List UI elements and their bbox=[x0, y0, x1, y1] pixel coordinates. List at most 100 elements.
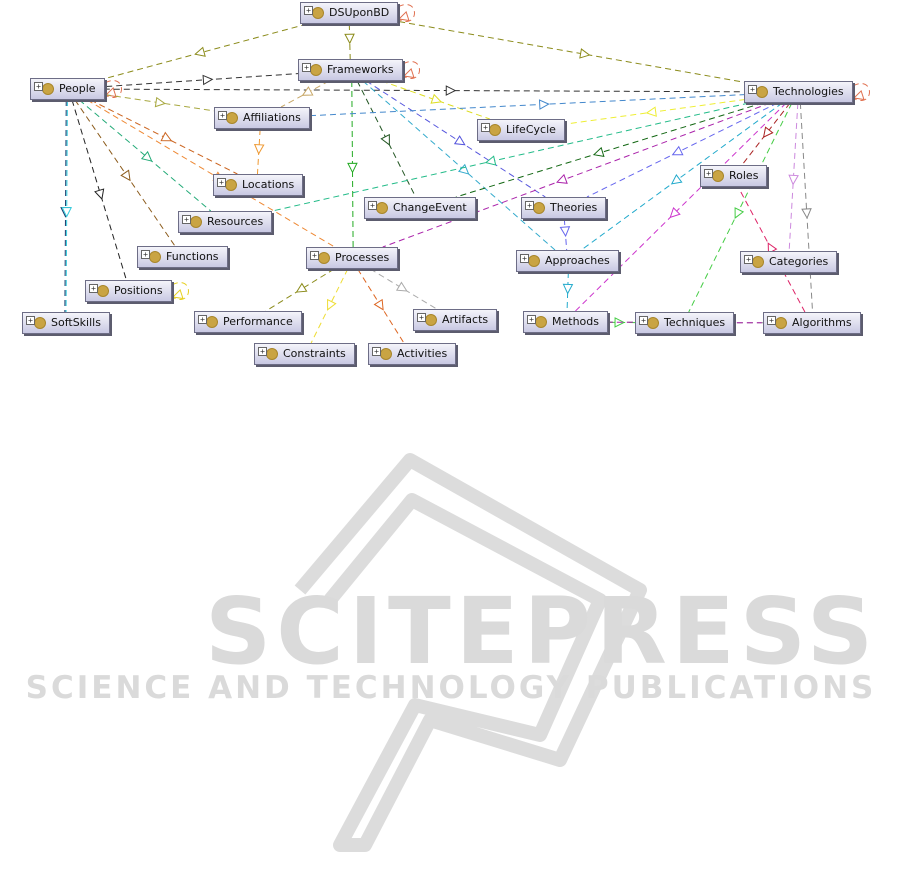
relation-edge[interactable] bbox=[310, 95, 744, 116]
class-node-label: Categories bbox=[769, 252, 828, 272]
expand-plus-icon[interactable]: + bbox=[767, 316, 776, 325]
class-circle-icon bbox=[752, 256, 764, 268]
class-circle-icon bbox=[535, 316, 547, 328]
class-node-methods[interactable]: + Methods bbox=[523, 311, 608, 333]
class-node-locations[interactable]: +Locations bbox=[213, 174, 303, 196]
class-node-algorithms[interactable]: +Algorithms bbox=[763, 312, 861, 334]
class-circle-icon bbox=[310, 64, 322, 76]
expand-plus-icon[interactable]: + bbox=[417, 313, 426, 322]
expand-plus-icon[interactable]: + bbox=[198, 315, 207, 324]
expand-plus-icon[interactable]: + bbox=[141, 250, 150, 259]
class-node-processes[interactable]: +Processes bbox=[306, 247, 398, 269]
class-node-constraints[interactable]: +Constraints bbox=[254, 343, 355, 365]
edge-arrowhead bbox=[672, 175, 682, 184]
expand-plus-icon[interactable]: + bbox=[304, 6, 313, 15]
edge-arrowhead bbox=[404, 69, 414, 78]
class-node-softskills[interactable]: +SoftSkills bbox=[22, 312, 110, 334]
class-circle-icon bbox=[149, 251, 161, 263]
class-node-theories[interactable]: + Theories bbox=[521, 197, 606, 219]
class-node-label: Positions bbox=[114, 281, 163, 301]
expand-plus-icon[interactable]: + bbox=[217, 178, 226, 187]
edge-arrowhead bbox=[121, 170, 130, 180]
relation-edge[interactable] bbox=[363, 81, 555, 250]
expand-plus-icon[interactable]: + bbox=[748, 85, 757, 94]
edge-arrowhead bbox=[95, 189, 104, 199]
class-node-label: Resources bbox=[207, 212, 263, 232]
class-node-performance[interactable]: +Performance bbox=[194, 311, 302, 333]
relation-edge[interactable] bbox=[800, 103, 812, 312]
class-node-affiliations[interactable]: + Affiliations bbox=[214, 107, 310, 129]
class-node-categories[interactable]: + Categories bbox=[740, 251, 837, 273]
edge-arrowhead bbox=[203, 75, 212, 84]
edge-arrowhead bbox=[142, 152, 152, 161]
edge-arrowhead bbox=[155, 98, 165, 107]
class-node-activities[interactable]: +Activities bbox=[368, 343, 456, 365]
expand-plus-icon[interactable]: + bbox=[368, 201, 377, 210]
relation-edge[interactable] bbox=[575, 103, 786, 311]
expand-plus-icon[interactable]: + bbox=[89, 284, 98, 293]
edge-arrowhead bbox=[431, 95, 441, 103]
class-node-functions[interactable]: +Functions bbox=[137, 246, 228, 268]
class-node-artifacts[interactable]: + Artifacts bbox=[413, 309, 497, 331]
class-node-resources[interactable]: + Resources bbox=[178, 211, 272, 233]
edge-arrowhead bbox=[328, 300, 336, 310]
class-node-label: Affiliations bbox=[243, 108, 301, 128]
edge-arrowhead bbox=[580, 49, 590, 58]
expand-plus-icon[interactable]: + bbox=[704, 169, 713, 178]
edge-arrowhead bbox=[173, 290, 183, 299]
class-circle-icon bbox=[206, 316, 218, 328]
class-node-label: Technologies bbox=[773, 82, 844, 102]
class-node-people[interactable]: +People bbox=[30, 78, 105, 100]
class-circle-icon bbox=[97, 285, 109, 297]
class-node-label: Methods bbox=[552, 312, 599, 332]
expand-plus-icon[interactable]: + bbox=[34, 82, 43, 91]
edge-arrowhead bbox=[303, 87, 313, 95]
class-circle-icon bbox=[312, 7, 324, 19]
expand-plus-icon[interactable]: + bbox=[310, 251, 319, 260]
relation-edge[interactable] bbox=[104, 89, 743, 92]
edge-arrowhead bbox=[764, 127, 773, 137]
class-node-label: Roles bbox=[729, 166, 758, 186]
class-circle-icon bbox=[756, 86, 768, 98]
expand-plus-icon[interactable]: + bbox=[26, 316, 35, 325]
class-node-dsuponbd[interactable]: +DSUponBD bbox=[300, 2, 398, 24]
edge-arrowhead bbox=[854, 91, 864, 100]
expand-plus-icon[interactable]: + bbox=[258, 347, 267, 356]
expand-plus-icon[interactable]: + bbox=[639, 316, 648, 325]
class-node-label: Approaches bbox=[545, 251, 610, 271]
edge-arrowhead bbox=[647, 107, 657, 116]
expand-plus-icon[interactable]: + bbox=[744, 255, 753, 264]
class-node-label: Theories bbox=[550, 198, 597, 218]
expand-plus-icon[interactable]: + bbox=[182, 215, 191, 224]
expand-plus-icon[interactable]: + bbox=[527, 315, 536, 324]
relation-edge[interactable] bbox=[104, 24, 307, 79]
class-circle-icon bbox=[533, 202, 545, 214]
relation-edge[interactable] bbox=[689, 103, 792, 312]
expand-plus-icon[interactable]: + bbox=[520, 254, 529, 263]
expand-plus-icon[interactable]: + bbox=[481, 123, 490, 132]
edge-arrowhead bbox=[375, 300, 384, 310]
expand-plus-icon[interactable]: + bbox=[525, 201, 534, 210]
class-node-approaches[interactable]: + Approaches bbox=[516, 250, 619, 272]
class-circle-icon bbox=[266, 348, 278, 360]
class-node-technologies[interactable]: + Technologies bbox=[744, 81, 853, 103]
class-circle-icon bbox=[380, 348, 392, 360]
class-circle-icon bbox=[376, 202, 388, 214]
class-node-positions[interactable]: + Positions bbox=[85, 280, 172, 302]
expand-plus-icon[interactable]: + bbox=[218, 111, 227, 120]
edge-arrowhead bbox=[455, 136, 465, 145]
expand-plus-icon[interactable]: + bbox=[372, 347, 381, 356]
class-node-label: Techniques bbox=[664, 313, 725, 333]
edge-arrowhead bbox=[397, 283, 407, 291]
class-node-lifecycle[interactable]: +LifeCycle bbox=[477, 119, 565, 141]
edge-arrowhead bbox=[255, 144, 264, 153]
class-node-techniques[interactable]: + Techniques bbox=[635, 312, 734, 334]
class-node-label: Artifacts bbox=[442, 310, 488, 330]
edge-arrowhead bbox=[486, 156, 496, 165]
class-node-changeevent[interactable]: +ChangeEvent bbox=[364, 197, 476, 219]
class-node-roles[interactable]: + Roles bbox=[700, 165, 767, 187]
expand-plus-icon[interactable]: + bbox=[302, 63, 311, 72]
class-node-frameworks[interactable]: +Frameworks bbox=[298, 59, 403, 81]
relation-edge[interactable] bbox=[399, 22, 745, 83]
